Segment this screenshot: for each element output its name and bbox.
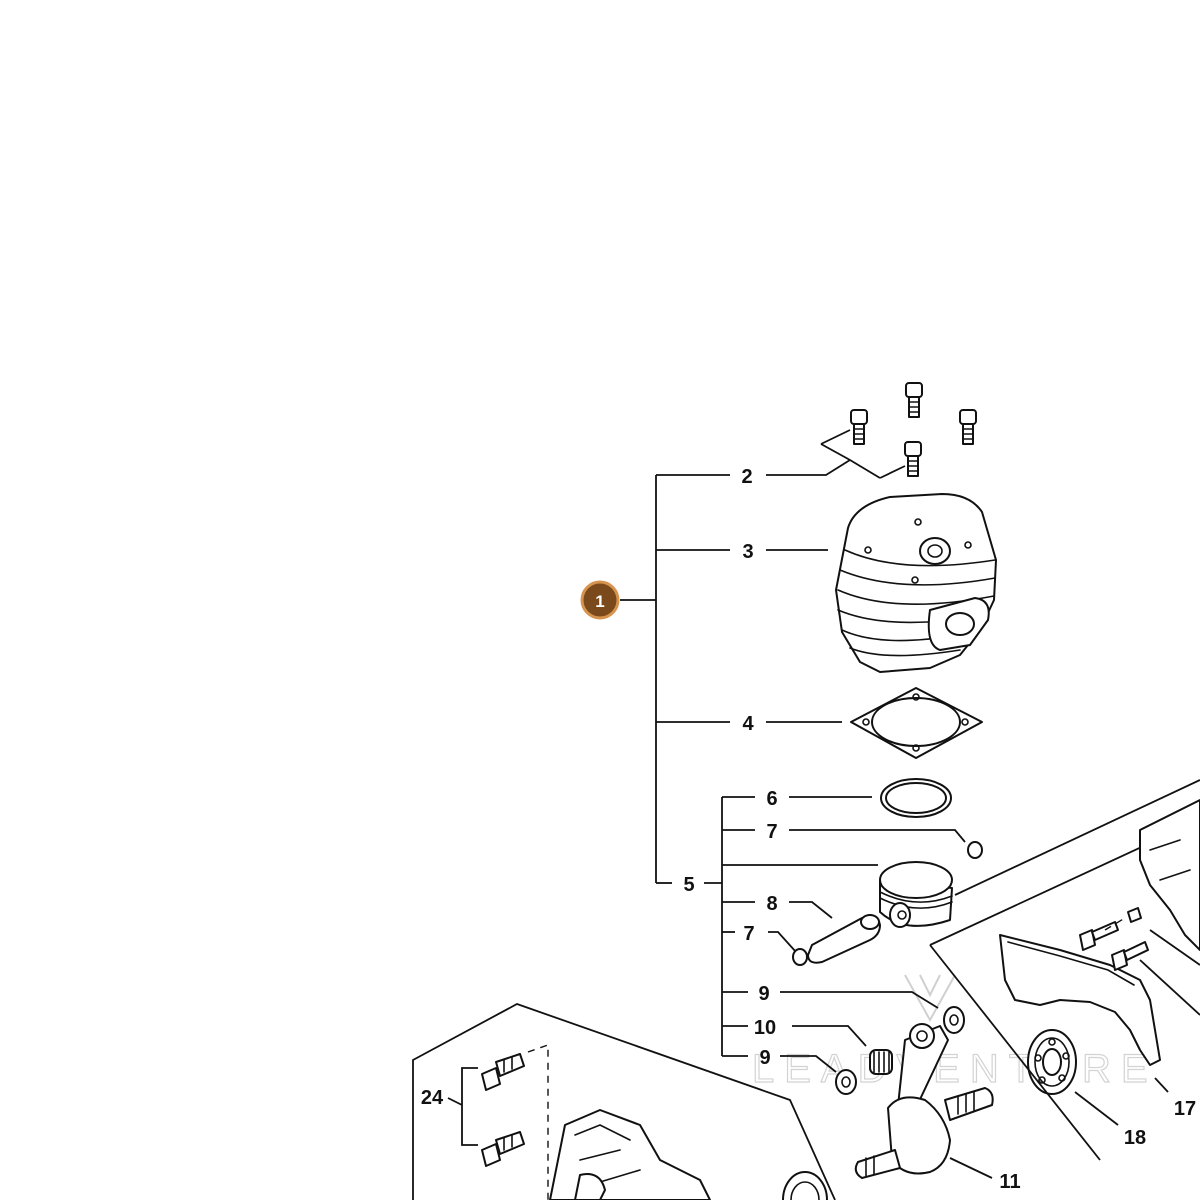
label-4[interactable]: 4 <box>742 713 754 735</box>
thrust-washer-lower[interactable] <box>835 1069 857 1095</box>
watermark-text: LEADVENTURE <box>752 1047 1158 1091</box>
label-7-lower[interactable]: 7 <box>743 923 754 945</box>
ball-bearing[interactable] <box>1027 1029 1119 1126</box>
screw-icon <box>959 409 977 445</box>
screw-icon <box>481 1053 525 1091</box>
watermark-logo <box>904 974 956 1023</box>
label-9-upper[interactable]: 9 <box>758 983 769 1005</box>
screw-icon <box>481 1131 525 1167</box>
needle-cage[interactable] <box>869 1049 893 1075</box>
label-6[interactable]: 6 <box>766 788 777 810</box>
label-2[interactable]: 2 <box>741 466 752 488</box>
screw-icon <box>1111 941 1149 971</box>
crankcase-panel-right[interactable] <box>929 779 1200 1161</box>
piston-pin[interactable] <box>807 914 881 964</box>
screw-icon <box>905 382 923 418</box>
thrust-washer-upper[interactable] <box>943 1006 965 1034</box>
label-10[interactable]: 10 <box>754 1017 776 1039</box>
callout-bracket <box>620 429 906 884</box>
circlip-upper[interactable] <box>967 841 983 859</box>
callout-1-label: 1 <box>595 592 604 611</box>
label-5[interactable]: 5 <box>683 874 694 896</box>
piston-ring[interactable] <box>880 778 952 818</box>
label-8[interactable]: 8 <box>766 893 777 915</box>
label-9-lower[interactable]: 9 <box>759 1047 770 1069</box>
label-17[interactable]: 17 <box>1174 1098 1196 1120</box>
screw-icon <box>904 441 922 477</box>
callout-1-badge[interactable]: 1 <box>580 580 620 620</box>
cylinder[interactable] <box>835 493 997 673</box>
crankcase-panel-left[interactable] <box>412 1003 836 1200</box>
label-3[interactable]: 3 <box>742 541 753 563</box>
cylinder-gasket[interactable] <box>850 687 983 759</box>
watermark: LEADVENTURE <box>751 974 1158 1092</box>
screw-icon <box>850 409 868 445</box>
piston[interactable] <box>879 861 953 928</box>
part-labels: 2 3 4 5 6 7 8 7 9 10 9 11 17 18 24 <box>421 466 1196 1193</box>
label-11[interactable]: 11 <box>999 1171 1020 1193</box>
crankshaft[interactable] <box>854 1023 994 1179</box>
cylinder-screws[interactable] <box>850 382 977 477</box>
label-18[interactable]: 18 <box>1124 1127 1146 1149</box>
label-7-upper[interactable]: 7 <box>766 821 777 843</box>
screw-icon <box>1079 921 1119 951</box>
circlip-lower[interactable] <box>792 948 808 966</box>
piston-bracket <box>704 796 966 1073</box>
label-24[interactable]: 24 <box>421 1087 444 1109</box>
